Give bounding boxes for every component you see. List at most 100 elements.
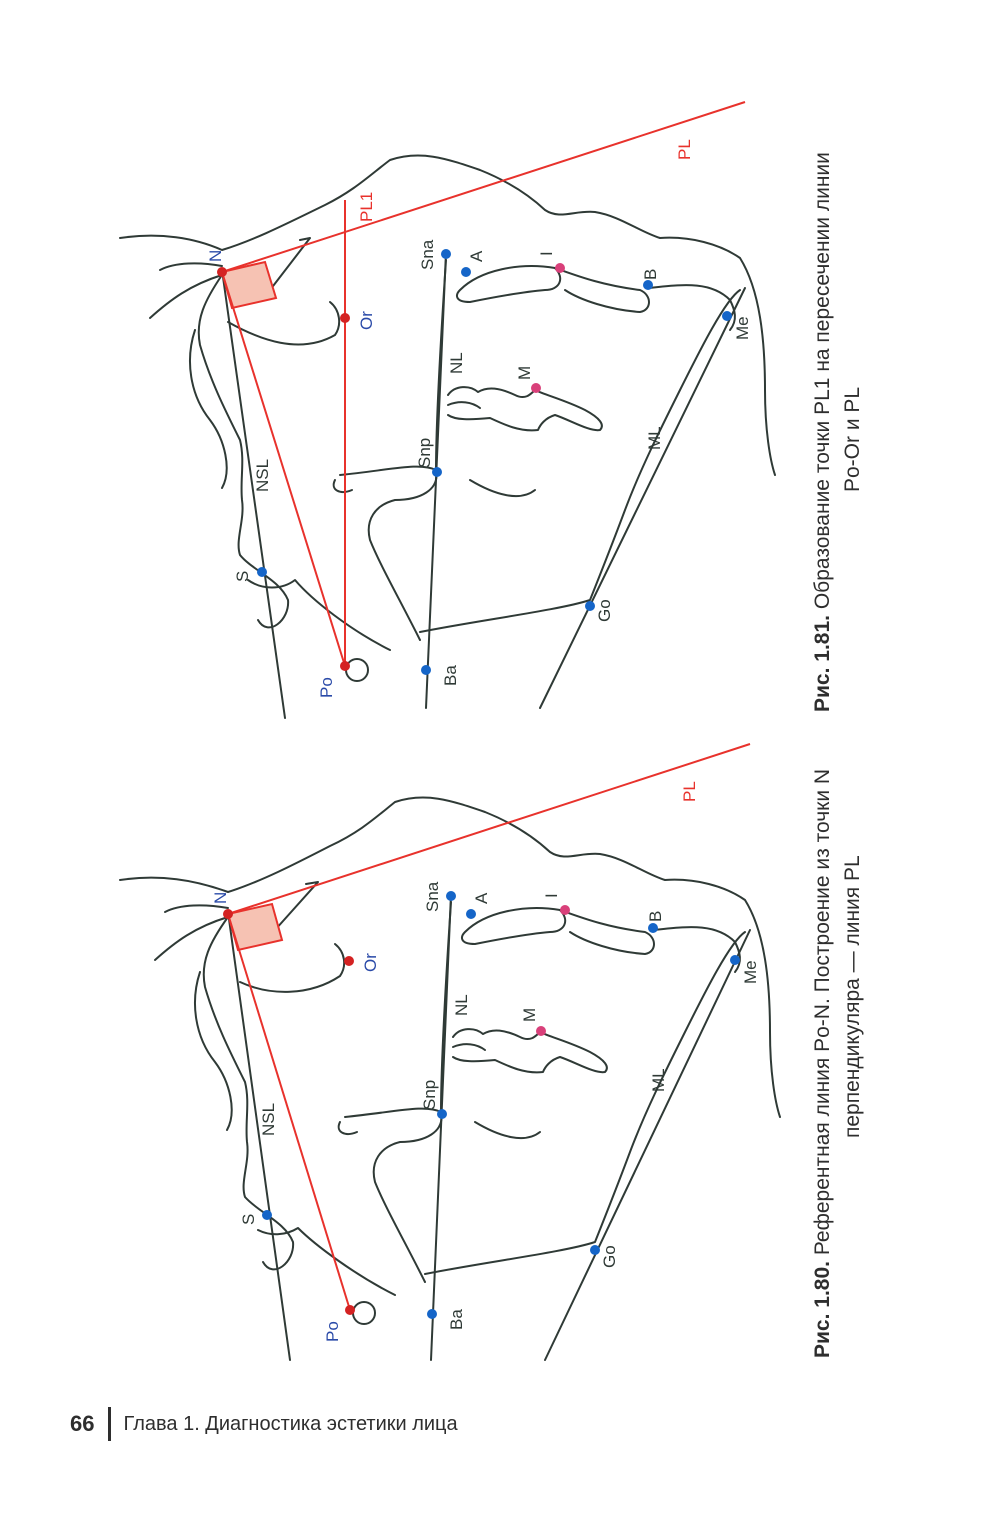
caption-fig-1-80: Рис. 1.80. Референтная линия Po-N. Постр… (808, 769, 868, 1358)
ear-ring (352, 1301, 376, 1325)
label-or: Or (357, 311, 376, 330)
sella-contour (247, 579, 391, 651)
point-m (531, 383, 541, 393)
point-n (217, 267, 227, 277)
chapter-title: Глава 1. Диагностика эстетики лица (123, 1412, 458, 1435)
label-snp: Snp (415, 438, 434, 468)
caption-text-line2: перпендикуляра — линия PL (841, 855, 864, 1138)
cephalometric-points (217, 249, 732, 675)
point-go (590, 1245, 600, 1255)
footer-divider (108, 1407, 112, 1441)
point-go (585, 601, 595, 611)
molar (447, 386, 603, 432)
label-pl: PL (675, 139, 694, 160)
incisor-lower (559, 909, 655, 955)
point-a (461, 267, 471, 277)
figure-1-81: N Or Po S Ba Sna A I B Me M Snp Go NSL N… (119, 101, 776, 719)
label-s: S (239, 1214, 258, 1225)
label-go: Go (595, 599, 614, 622)
label-po: Po (317, 677, 336, 698)
caption-text-line1: Образование точки PL1 на пересечении лин… (811, 152, 834, 610)
label-ml: ML (649, 1068, 668, 1092)
incisor-upper (456, 265, 562, 303)
point-a (466, 909, 476, 919)
sella-contour (257, 1227, 396, 1296)
po-n-line (221, 271, 346, 667)
caption-fig-1-81: Рис. 1.81. Образование точки PL1 на пере… (808, 152, 868, 712)
ear-ring (345, 658, 369, 682)
page-footer: 66 Глава 1. Диагностика эстетики лица (70, 1407, 458, 1441)
label-ml: ML (645, 426, 664, 450)
nl-line (425, 251, 447, 709)
point-s (257, 567, 267, 577)
orbit-contour (239, 943, 346, 993)
pl-line (221, 101, 746, 273)
label-pl: PL (680, 781, 699, 802)
label-po: Po (323, 1321, 342, 1342)
caption-number: Рис. 1.81. (811, 615, 834, 712)
nsl-line (227, 911, 291, 1361)
label-ba: Ba (447, 1309, 466, 1330)
label-nl: NL (452, 994, 471, 1016)
skull-contour (154, 916, 295, 1271)
label-ba: Ba (441, 665, 460, 686)
label-go: Go (600, 1245, 619, 1268)
mandible-contour (419, 289, 741, 633)
point-b (643, 280, 653, 290)
label-i: I (542, 893, 561, 898)
label-me: Me (741, 960, 760, 984)
label-a: A (472, 892, 491, 904)
point-sna (441, 249, 451, 259)
soft-tissue-profile (119, 154, 776, 476)
label-sna: Sna (418, 239, 437, 270)
soft-tissue-profile (119, 796, 781, 1118)
label-sna: Sna (423, 881, 442, 912)
point-sna (446, 891, 456, 901)
label-pl1: PL1 (357, 192, 376, 222)
figure-1-80: N Or Po S Ba Sna A I B Me M Snp Go NSL N… (119, 743, 781, 1361)
mandible-contour (424, 931, 746, 1275)
label-nsl: NSL (253, 459, 272, 492)
incisor-lower (554, 267, 650, 313)
skull-contour (149, 274, 290, 629)
po-n-line (227, 913, 351, 1311)
nl-line (430, 893, 452, 1361)
point-ba (421, 665, 431, 675)
label-a: A (467, 250, 486, 262)
label-n: N (206, 250, 225, 262)
point-or (344, 956, 354, 966)
label-i: I (537, 251, 556, 256)
point-snp (437, 1109, 447, 1119)
ml-line (539, 287, 746, 709)
label-me: Me (733, 316, 752, 340)
point-po (340, 661, 350, 671)
label-b: B (646, 911, 665, 922)
point-i (555, 263, 565, 273)
label-or: Or (361, 953, 380, 972)
label-snp: Snp (420, 1080, 439, 1110)
label-nl: NL (447, 352, 466, 374)
nsl-line (221, 269, 286, 719)
caption-number: Рис. 1.80. (811, 1261, 834, 1358)
point-me (730, 955, 740, 965)
page-number: 66 (70, 1411, 95, 1436)
label-n: N (211, 892, 230, 904)
label-m: M (515, 366, 534, 380)
ml-line (544, 929, 751, 1361)
point-m (536, 1026, 546, 1036)
incisor-upper (461, 907, 567, 945)
point-snp (432, 467, 442, 477)
point-b (648, 923, 658, 933)
molar (452, 1028, 608, 1074)
point-i (560, 905, 570, 915)
label-m: M (520, 1008, 539, 1022)
pl-line (227, 743, 751, 915)
label-nsl: NSL (259, 1103, 278, 1136)
label-s: S (233, 571, 252, 582)
caption-text-line2: Po-Or и PL (841, 386, 864, 492)
point-n (223, 909, 233, 919)
cephalometric-points (223, 891, 740, 1319)
orbit-contour (227, 301, 341, 346)
point-s (262, 1210, 272, 1220)
point-me (722, 311, 732, 321)
